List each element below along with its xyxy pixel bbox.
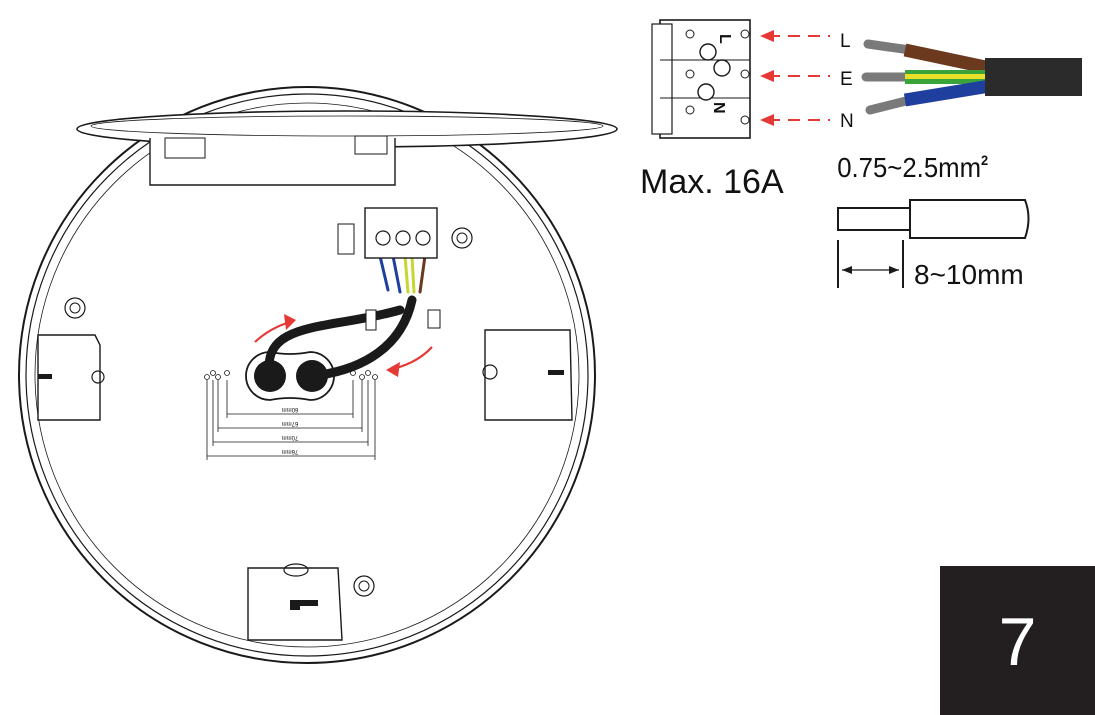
left-clip-slot — [38, 374, 52, 379]
cross-section-sup: 2 — [981, 153, 988, 169]
terminal-housing — [659, 19, 751, 139]
wire-n-insulation — [865, 95, 915, 115]
dimension-labels: 60mm 67mm 70mm 76mm — [282, 406, 299, 454]
wire-insulation-outline — [909, 199, 1030, 239]
label-e: E — [840, 69, 853, 90]
wire-spec: 0.75~2.5mm2 8~10mm — [837, 152, 1030, 290]
terminal-mark-n: N — [710, 102, 727, 114]
wire-l — [903, 43, 992, 75]
bottom-clip-latch — [290, 600, 318, 610]
label-n: N — [840, 111, 854, 132]
dimension-67mm: 67mm — [282, 420, 299, 426]
terminal-screw-n — [697, 83, 715, 101]
rotation-arrow-lower-head — [386, 362, 400, 377]
rotation-arrow-upper-head — [284, 314, 296, 330]
right-clip-screw — [482, 364, 498, 380]
step-number: 7 — [998, 604, 1037, 680]
wire-l-insulation — [863, 39, 915, 55]
wire-n — [903, 79, 992, 107]
step-badge: 7 — [940, 566, 1095, 715]
terminal-side-strip — [651, 23, 673, 135]
dimension-lines — [204, 370, 378, 460]
cross-section-value: 0.75~2.5mm — [837, 152, 981, 183]
cable-loop-right — [307, 295, 417, 381]
ceiling-base — [18, 86, 618, 664]
connector-detail: L N — [651, 19, 751, 139]
screw-hole-left — [64, 297, 86, 319]
bottom-clip-screw — [283, 563, 309, 577]
connection-arrows — [760, 30, 830, 126]
dimension-60mm: 60mm — [282, 406, 299, 412]
terminal-labels: L E N — [840, 31, 854, 132]
base-cable — [264, 254, 441, 381]
wire-earth-2 — [410, 254, 416, 294]
arrow-head-l — [760, 30, 774, 42]
strip-length: 8~10mm — [914, 259, 1024, 290]
base-outer-ring — [18, 86, 596, 664]
plate-bracket — [149, 138, 396, 186]
screw-hole-left-inner — [69, 302, 81, 314]
wire-neutral — [378, 254, 390, 292]
wire-e-yellow — [905, 74, 990, 79]
rotation-arrow-lower — [395, 346, 433, 370]
base-inner-ring — [25, 93, 589, 657]
plate-bracket-clip-left — [164, 137, 206, 159]
mains-cable — [861, 39, 1082, 115]
label-l: L — [840, 31, 851, 52]
wire-neutral-2 — [391, 254, 402, 294]
wire-earth — [403, 254, 410, 294]
dimension-70mm: 70mm — [282, 434, 299, 440]
rotation-arrows — [254, 314, 433, 377]
cross-section: 0.75~2.5mm2 — [837, 152, 988, 183]
right-clip — [484, 329, 573, 421]
right-clip-slot — [548, 370, 564, 375]
base-inner-ring-2 — [34, 102, 580, 648]
base-terminal-block — [337, 207, 438, 259]
terminal-screw-e — [713, 59, 731, 77]
arrow-head-e — [760, 70, 774, 82]
dimension-76mm: 76mm — [282, 448, 299, 454]
left-clip-screw — [91, 370, 105, 384]
cable-jacket — [985, 58, 1082, 96]
cable-tie-2 — [427, 309, 441, 329]
wire-live — [418, 254, 427, 294]
max-current: Max. 16A — [640, 163, 784, 201]
screw-hole-right — [451, 227, 473, 249]
plate-bracket-clip-right — [354, 135, 388, 155]
stripped-conductor — [837, 207, 911, 231]
screw-hole-bottom-inner — [358, 580, 370, 592]
screw-hole-right-inner — [456, 232, 468, 244]
mounting-plate-inner — [90, 115, 604, 137]
terminal-mark-l: L — [716, 34, 733, 44]
terminal-screw-l — [699, 43, 717, 61]
cable-tie — [365, 309, 377, 331]
arrow-head-n — [760, 114, 774, 126]
screw-hole-bottom — [353, 575, 375, 597]
